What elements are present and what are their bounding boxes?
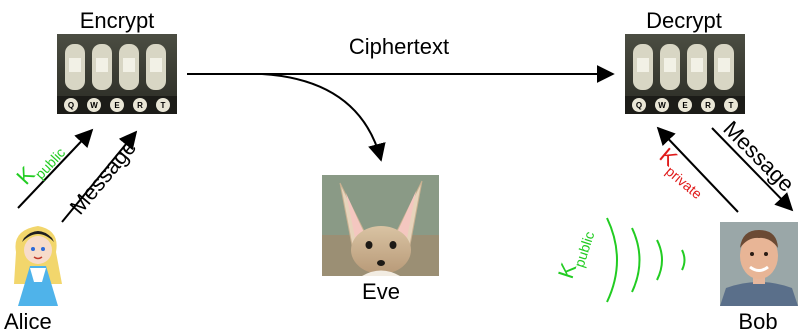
svg-text:Kprivate: Kprivate <box>652 143 715 203</box>
wave-4 <box>606 217 618 303</box>
rotor-1 <box>633 44 653 90</box>
broadcast-waves <box>606 217 686 303</box>
wave-3 <box>631 227 641 293</box>
decrypt-label: Decrypt <box>646 8 722 33</box>
key-t: T <box>729 101 734 110</box>
rotor-2 <box>92 44 112 90</box>
rotor-1 <box>65 44 85 90</box>
wave-1 <box>681 249 686 271</box>
alice-public-key-arrow <box>17 128 94 209</box>
eve-label: Eve <box>362 279 400 304</box>
wave-2 <box>656 239 663 281</box>
rotor-3 <box>119 44 139 90</box>
alice-message-arrow <box>61 130 138 223</box>
key-w: W <box>658 101 666 110</box>
ciphertext-label: Ciphertext <box>349 34 449 59</box>
bob-label: Bob <box>738 309 777 330</box>
alice-figure <box>14 226 62 306</box>
key-w: W <box>90 101 98 110</box>
rotor-4 <box>146 44 166 90</box>
encrypt-label: Encrypt <box>80 8 155 33</box>
bob-private-key-arrow <box>656 126 739 213</box>
eavesdrop-arrow <box>261 73 386 162</box>
k-subscript: private <box>663 163 706 202</box>
rotor-4 <box>714 44 734 90</box>
key-e: E <box>114 101 120 110</box>
k-subscript: public <box>32 144 69 182</box>
svg-text:Kpublic: Kpublic <box>553 225 597 283</box>
alice-label: Alice <box>4 309 52 330</box>
bob-photo <box>720 222 798 306</box>
bob-message-arrow <box>711 127 794 212</box>
eve-fox-image <box>322 175 439 276</box>
key-r: R <box>137 101 143 110</box>
broadcast-public-key-label: Kpublic <box>553 225 597 283</box>
k-subscript: public <box>571 229 598 269</box>
key-q: Q <box>636 101 642 110</box>
key-r: R <box>705 101 711 110</box>
rotor-2 <box>660 44 680 90</box>
encrypt-machine: Q W E R T <box>57 34 177 114</box>
bob-private-key-label: Kprivate <box>652 143 715 203</box>
rotor-3 <box>687 44 707 90</box>
decrypt-machine: Q W E R T <box>625 34 745 114</box>
key-q: Q <box>68 101 74 110</box>
key-e: E <box>682 101 688 110</box>
key-t: T <box>161 101 166 110</box>
bob-message-label: Message <box>718 116 799 197</box>
